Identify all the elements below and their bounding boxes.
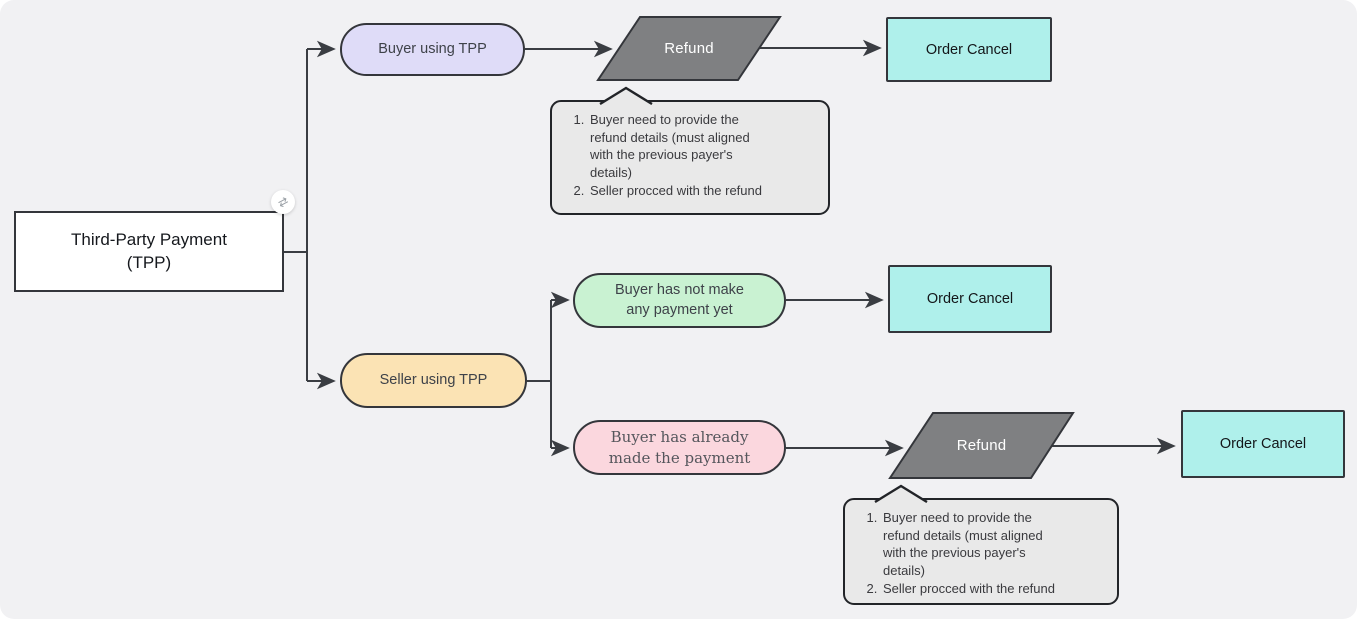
note-tail-icon — [598, 86, 654, 106]
node-buyer-using-tpp[interactable]: Buyer using TPP — [340, 23, 525, 76]
node-refund-top[interactable]: Refund — [598, 16, 780, 81]
node-label: Seller using TPP — [379, 371, 488, 388]
branch-toggle-icon[interactable]: ⇄ — [271, 190, 295, 214]
node-seller-using-tpp[interactable]: Seller using TPP — [340, 353, 527, 408]
note-item: Buyer need to provide the refund details… — [881, 509, 1061, 580]
note-refund-top[interactable]: Buyer need to provide the refund details… — [550, 86, 830, 215]
note-refund-bottom[interactable]: Buyer need to provide the refund details… — [843, 484, 1119, 605]
node-label: Buyer has already made the payment — [608, 428, 751, 467]
node-order-cancel-mid[interactable]: Order Cancel — [888, 265, 1052, 333]
node-root-label: Third-Party Payment (TPP) — [71, 230, 227, 272]
node-label: Order Cancel — [1219, 436, 1307, 452]
node-order-cancel-top[interactable]: Order Cancel — [886, 17, 1052, 82]
node-buyer-no-payment[interactable]: Buyer has not make any payment yet — [573, 273, 786, 328]
node-order-cancel-bottom[interactable]: Order Cancel — [1181, 410, 1345, 478]
note-list: Buyer need to provide the refund details… — [845, 500, 1117, 605]
node-label: Order Cancel — [926, 291, 1014, 307]
node-label: Refund — [664, 40, 714, 57]
note-tail-icon — [873, 484, 929, 504]
note-item: Seller procced with the refund — [881, 580, 1105, 598]
node-label: Buyer has not make any payment yet — [615, 281, 744, 318]
note-item: Buyer need to provide the refund details… — [588, 111, 768, 182]
node-root-tpp[interactable]: Third-Party Payment (TPP) — [14, 211, 284, 292]
node-label: Order Cancel — [925, 41, 1013, 58]
node-label: Refund — [956, 437, 1007, 454]
node-label: Buyer using TPP — [378, 40, 487, 57]
note-item: Seller procced with the refund — [588, 182, 816, 200]
node-buyer-already-paid[interactable]: Buyer has already made the payment — [573, 420, 786, 475]
node-refund-bottom[interactable]: Refund — [890, 412, 1073, 479]
note-list: Buyer need to provide the refund details… — [552, 102, 828, 207]
